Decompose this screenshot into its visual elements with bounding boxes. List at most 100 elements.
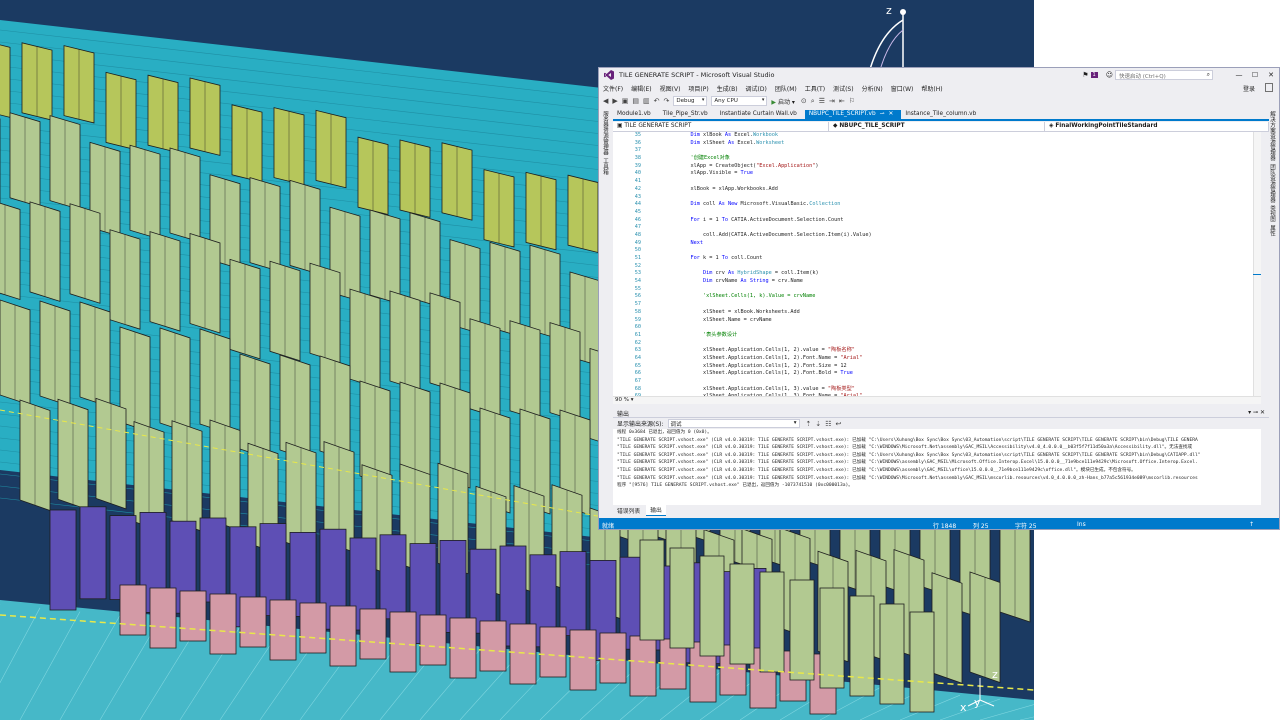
- code-line[interactable]: 52: [613, 263, 1261, 271]
- code-line[interactable]: 49 Next: [613, 240, 1261, 248]
- output-text[interactable]: 线程 0x3684 已退出，返回值为 0 (0x0)。"TILE GENERAT…: [613, 429, 1261, 505]
- platform-select[interactable]: Any CPU▾: [711, 96, 768, 106]
- code-line[interactable]: 68 xlSheet.Application.Cells(1, 3).value…: [613, 386, 1261, 394]
- menu-edit[interactable]: 编辑(E): [631, 85, 652, 93]
- find-icon[interactable]: ⌕: [810, 96, 815, 105]
- menu-tools[interactable]: 工具(T): [804, 85, 826, 93]
- code-line[interactable]: 39 xlApp = CreateObject("Excel.Applicati…: [613, 163, 1261, 171]
- save-all-icon[interactable]: ▥: [643, 97, 650, 105]
- maximize-button[interactable]: ☐: [1251, 71, 1259, 79]
- menu-window[interactable]: 窗口(W): [890, 85, 914, 93]
- new-project-icon[interactable]: ▣: [621, 97, 629, 105]
- code-line[interactable]: 51 For k = 1 To coll.Count: [613, 255, 1261, 263]
- code-line[interactable]: 57: [613, 301, 1261, 309]
- close-tab-icon[interactable]: ✕: [888, 111, 894, 117]
- class-view-tab[interactable]: 类视图: [1269, 205, 1275, 222]
- code-line[interactable]: 41: [613, 178, 1261, 186]
- redo-icon[interactable]: ↷: [663, 97, 670, 105]
- editor-vertical-scrollbar[interactable]: [1253, 132, 1261, 396]
- indent-icon[interactable]: ⇥: [828, 97, 835, 105]
- minimize-button[interactable]: —: [1235, 71, 1243, 79]
- bookmark-icon[interactable]: ⚐: [848, 97, 855, 105]
- code-line[interactable]: 56 'xlSheet.Cells(1, k).Value = crvName: [613, 293, 1261, 301]
- notification-badge[interactable]: 1: [1090, 72, 1098, 78]
- code-line[interactable]: 67: [613, 378, 1261, 386]
- output-source-select[interactable]: 调试▾: [667, 419, 800, 428]
- pane-controls[interactable]: ▾ ⊸ ✕: [1248, 409, 1265, 416]
- tab-module1[interactable]: Module1.vb: [613, 110, 659, 119]
- code-line[interactable]: 40 xlApp.Visible = True: [613, 170, 1261, 178]
- tab-instance-tile-column[interactable]: Instance_Tile_column.vb: [901, 110, 984, 119]
- zoom-level[interactable]: 90 %: [615, 397, 629, 403]
- code-line[interactable]: 35 Dim xlBook As Excel.Workbook: [613, 132, 1261, 140]
- menu-team[interactable]: 团队(M): [774, 85, 797, 93]
- navigate-back-icon[interactable]: ◀: [603, 97, 609, 105]
- breakpoint-icon[interactable]: ⊙: [800, 97, 807, 105]
- menu-debug[interactable]: 调试(D): [745, 85, 767, 93]
- code-line[interactable]: 37: [613, 147, 1261, 155]
- save-icon[interactable]: ▤: [632, 97, 640, 105]
- menu-view[interactable]: 视图(V): [659, 85, 681, 93]
- code-line[interactable]: 50: [613, 247, 1261, 255]
- close-button[interactable]: ✕: [1268, 71, 1274, 79]
- code-line[interactable]: 53 Dim crv As HybridShape = coll.Item(k): [613, 270, 1261, 278]
- clear-all-icon[interactable]: ☷: [825, 419, 832, 428]
- login-link[interactable]: 登录: [1242, 86, 1255, 93]
- comment-icon[interactable]: ☰: [818, 97, 825, 105]
- code-line[interactable]: 58 xlSheet = xlBook.Worksheets.Add: [613, 309, 1261, 317]
- team-explorer-tab[interactable]: 团队资源管理器: [1269, 163, 1275, 203]
- class-dropdown[interactable]: ◆ NBUPC_TILE_SCRIPT: [829, 122, 1045, 132]
- code-line[interactable]: 36 Dim xlSheet As Excel.Worksheet: [613, 140, 1261, 148]
- menu-file[interactable]: 文件(F): [603, 85, 624, 93]
- pin-icon[interactable]: ⊸: [879, 111, 885, 117]
- code-line[interactable]: 63 xlSheet.Application.Cells(1, 2).value…: [613, 347, 1261, 355]
- code-line[interactable]: 65 xlSheet.Application.Cells(1, 2).Font.…: [613, 363, 1261, 371]
- outdent-icon[interactable]: ⇤: [838, 97, 845, 105]
- feedback-smiley-icon[interactable]: ☺: [1105, 71, 1113, 79]
- tab-instantiate-curtain-wall[interactable]: Instantiate Curtain Wall.vb: [716, 110, 805, 119]
- menu-project[interactable]: 项目(P): [688, 85, 709, 93]
- code-line[interactable]: 48 coll.Add(CATIA.ActiveDocument.Selecti…: [613, 232, 1261, 240]
- properties-tab[interactable]: 属性: [1269, 224, 1275, 236]
- user-icon[interactable]: [1265, 83, 1273, 92]
- menu-test[interactable]: 测试(S): [833, 85, 854, 93]
- menu-help[interactable]: 帮助(H): [921, 85, 943, 93]
- code-line[interactable]: 64 xlSheet.Application.Cells(1, 2).Font.…: [613, 355, 1261, 363]
- code-line[interactable]: 42 xlBook = xlApp.Workbooks.Add: [613, 186, 1261, 194]
- code-line[interactable]: 62: [613, 340, 1261, 348]
- code-line[interactable]: 44 Dim coll As New Microsoft.VisualBasic…: [613, 201, 1261, 209]
- code-line[interactable]: 38 '创建Excel对象: [613, 155, 1261, 163]
- toolbox-tab[interactable]: 工具箱: [602, 158, 608, 175]
- code-line[interactable]: 60: [613, 324, 1261, 332]
- code-line[interactable]: 61 '表头参数设计: [613, 332, 1261, 340]
- menu-build[interactable]: 生成(B): [716, 85, 738, 93]
- code-line[interactable]: 47: [613, 224, 1261, 232]
- server-explorer-tab[interactable]: 服务器资源管理器: [602, 111, 608, 155]
- undo-icon[interactable]: ↶: [653, 97, 660, 105]
- configuration-select[interactable]: Debug▾: [673, 96, 708, 106]
- code-line[interactable]: 66 xlSheet.Application.Cells(1, 2).Font.…: [613, 370, 1261, 378]
- tab-tile-pipe-str[interactable]: Tile_Pipe_Str.vb: [659, 110, 716, 119]
- code-line[interactable]: 43: [613, 194, 1261, 202]
- tab-output[interactable]: 输出: [646, 504, 666, 516]
- next-message-icon[interactable]: ⇣: [815, 419, 822, 428]
- code-line[interactable]: 59 xlSheet.Name = crvName: [613, 317, 1261, 325]
- word-wrap-icon[interactable]: ↩: [835, 419, 842, 428]
- code-line[interactable]: 69 xlSheet.Application.Cells(1, 3).Font.…: [613, 393, 1261, 396]
- solution-explorer-tab[interactable]: 解决方案资源管理器: [1269, 111, 1275, 161]
- navigate-forward-icon[interactable]: ▶: [612, 97, 618, 105]
- start-debug-button[interactable]: ▶ 启动 ▾: [771, 98, 795, 106]
- project-dropdown[interactable]: ▣ TILE GENERATE SCRIPT: [613, 122, 829, 132]
- tab-nbupc-tile-script[interactable]: NBUPC_TILE_SCRIPT.vb⊸✕: [804, 110, 902, 119]
- publish-icon[interactable]: ↑: [1249, 521, 1255, 528]
- code-line[interactable]: 55: [613, 286, 1261, 294]
- feedback-flag-icon[interactable]: ⚑: [1082, 71, 1089, 79]
- menu-analyze[interactable]: 分析(N): [861, 85, 883, 93]
- member-dropdown[interactable]: ◈ FinalWorkingPointTileStandard: [1045, 122, 1269, 132]
- find-message-icon[interactable]: ⇡: [805, 419, 812, 428]
- tab-error-list[interactable]: 错误列表: [617, 509, 641, 515]
- quick-launch-input[interactable]: 快速启动 (Ctrl+Q) ⌕: [1115, 70, 1213, 80]
- code-line[interactable]: 46 For i = 1 To CATIA.ActiveDocument.Sel…: [613, 217, 1261, 225]
- code-line[interactable]: 45: [613, 209, 1261, 217]
